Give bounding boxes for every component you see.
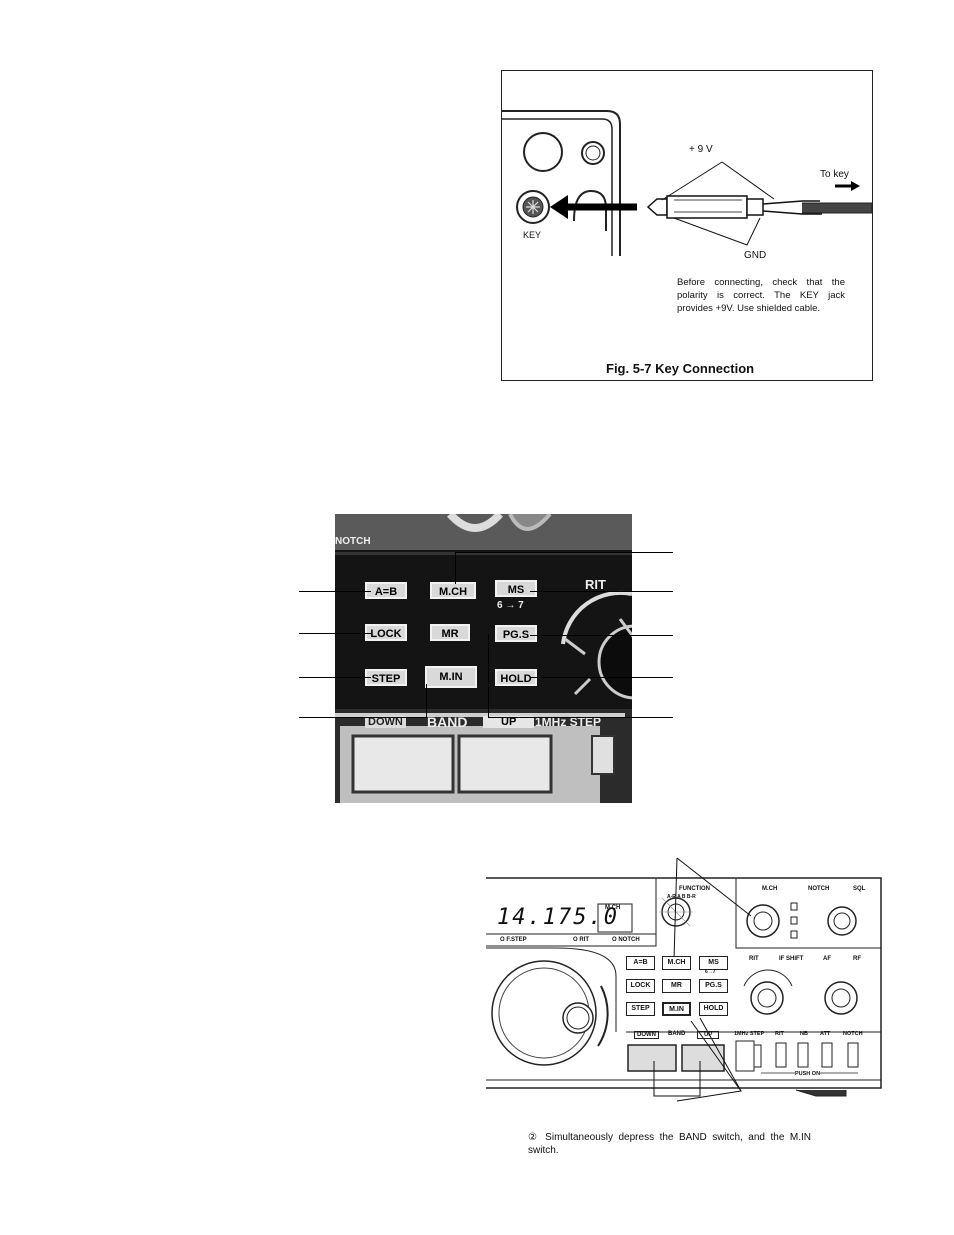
leader-mr-h: [488, 717, 673, 719]
leader-min-v: [426, 684, 428, 718]
photo-down-label: DOWN: [365, 716, 406, 728]
instruction-text: ② Simultaneously depress the BAND switch…: [528, 1132, 811, 1156]
radio-arrow-6-7: 6→7: [705, 969, 716, 975]
figure-key-connection: + 9 V To key GND KEY: [501, 70, 873, 381]
photo-notch-label: NOTCH: [335, 536, 371, 547]
radio-ab-button: A=B: [626, 956, 655, 970]
function-positions: A-R A B B-R: [667, 894, 696, 900]
polarity-note: Before connecting, check that the polari…: [677, 277, 845, 314]
photo-texture: [335, 514, 632, 803]
figure-caption: Fig. 5-7 Key Connection: [606, 361, 755, 376]
photo-ab-button: A=B: [365, 582, 407, 599]
frequency-display: 14.175.0: [497, 905, 619, 930]
notch-sql-label: NOTCH: [808, 886, 830, 892]
radio-pgs-button: PG.S: [699, 979, 728, 993]
photo-min-button: M.IN: [425, 666, 477, 688]
to-key-label: To key: [820, 169, 849, 180]
leader-hold: [530, 677, 673, 679]
fstep-indicator: O F.STEP: [500, 937, 527, 943]
function-label: FUNCTION: [679, 886, 710, 892]
leader-ab: [299, 591, 371, 593]
push-on-label: PUSH ON: [795, 1071, 821, 1077]
leader-min-h: [299, 717, 426, 719]
notch-indicator: O NOTCH: [612, 937, 640, 943]
sql-label: SQL: [853, 886, 866, 892]
gnd-label: GND: [744, 250, 767, 261]
leader-ms: [530, 591, 673, 593]
radio-up-label: UP: [697, 1031, 720, 1039]
radio-hold-button: HOLD: [699, 1002, 728, 1016]
radio-band-label: BAND: [668, 1031, 686, 1037]
rit-indicator: O RIT: [573, 937, 589, 943]
switch-rit-label: RIT: [775, 1031, 784, 1037]
radio-front-panel: [486, 857, 882, 1102]
radio-mr-button: MR: [662, 979, 691, 993]
plus-9v-label: + 9 V: [689, 144, 713, 155]
radio-ms-button: MS: [699, 956, 728, 970]
radio-mch-button: M.CH: [662, 956, 691, 970]
leader-mr-v: [488, 634, 490, 718]
af-label: AF: [823, 956, 831, 962]
photo-ms-button: MS: [495, 580, 537, 597]
mch-display-label: M.CH: [605, 905, 621, 911]
leader-lock: [299, 633, 371, 635]
leader-mch-h: [455, 552, 673, 554]
key-connection-illustration: [502, 110, 872, 256]
photo-arrow-6-7: 6 → 7: [497, 600, 524, 611]
photo-hold-button: HOLD: [495, 669, 537, 686]
leader-pgs: [530, 635, 673, 637]
radio-down-label: DOWN: [634, 1031, 659, 1039]
photo-lock-button: LOCK: [365, 624, 407, 641]
switch-att-label: ATT: [820, 1031, 831, 1037]
photo-1mhz-step-label: 1MHz STEP: [535, 715, 602, 729]
radio-min-button: M.IN: [662, 1002, 691, 1016]
key-jack-label: KEY: [523, 230, 542, 240]
photo-rit-label: RIT: [585, 577, 606, 592]
leader-mch-v: [455, 552, 457, 584]
memory-buttons-photo: NOTCH RIT 6 → 7 A=B M.CH MS LOCK MR PG.S…: [335, 514, 632, 803]
mch-knob-label: M.CH: [762, 886, 778, 892]
radio-lock-button: LOCK: [626, 979, 655, 993]
leader-step: [299, 677, 371, 679]
rf-label: RF: [853, 956, 861, 962]
switch-notch-label: NOTCH: [843, 1031, 863, 1037]
photo-up-label: UP: [483, 716, 535, 728]
switch-1mhz-step-label: 1MHz STEP: [734, 1031, 765, 1037]
photo-step-button: STEP: [365, 669, 407, 686]
photo-pgs-button: PG.S: [495, 625, 537, 642]
photo-mr-button: MR: [430, 624, 470, 641]
rit-knob-label: RIT: [749, 956, 759, 962]
photo-band-label: BAND: [427, 714, 468, 730]
radio-step-button: STEP: [626, 1002, 655, 1016]
switch-nb-label: NB: [800, 1031, 808, 1037]
photo-mch-button: M.CH: [430, 582, 476, 599]
if-shift-label: IF SHIFT: [779, 956, 804, 962]
